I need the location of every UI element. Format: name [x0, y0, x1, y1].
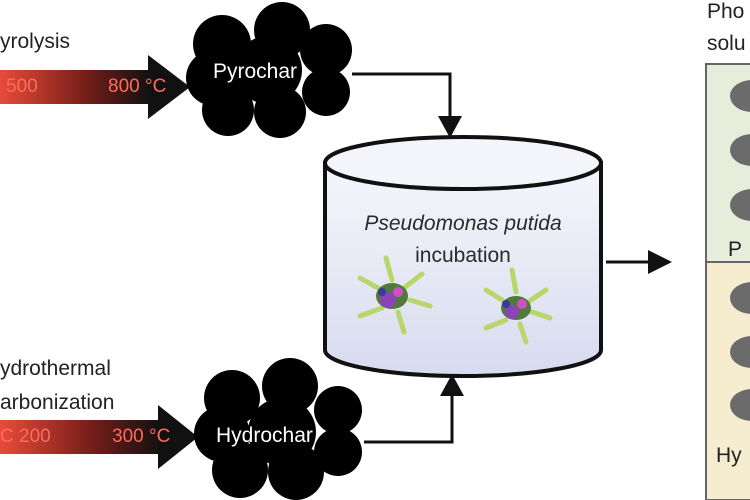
panel-heading-line2: solu [707, 32, 746, 55]
panel-bottom-label: Hy [716, 444, 742, 467]
pyrochar-arrowhead [438, 116, 462, 138]
hydrochar-to-tank-arrow [364, 394, 454, 444]
bacteria-cluster-right [483, 267, 553, 345]
pyrolysis-temp-end: 800 °C [108, 76, 167, 97]
pyrolysis-temp-start: 500 [6, 76, 38, 97]
right-panel [705, 63, 750, 500]
panel-heading-line1: Pho [707, 0, 745, 23]
panel-top-label: P [728, 238, 743, 261]
hydrothermal-temp-end: 300 °C [112, 426, 171, 447]
incubation-organism: Pseudomonas putida [364, 212, 562, 235]
hydrochar-arrowhead [440, 374, 464, 396]
hydrothermal-label-line2: arbonization [0, 391, 115, 414]
pyrochar-cluster [186, 2, 352, 138]
pyrochar-to-tank-arrow [352, 72, 452, 118]
incubation-tank [323, 135, 603, 378]
hydrothermal-label-line1: ydrothermal [0, 357, 111, 380]
hydrochar-label: Hydrochar [216, 424, 313, 447]
pyrolysis-label: yrolysis [0, 30, 71, 53]
hydrothermal-arrow [0, 405, 198, 469]
hydrochar-cluster [194, 358, 362, 500]
pyrochar-label: Pyrochar [213, 60, 298, 83]
pyrolysis-arrow [0, 55, 190, 119]
hydrothermal-temp-start: C 200 [0, 426, 51, 447]
incubation-step: incubation [415, 244, 511, 267]
output-arrow [606, 250, 672, 274]
bacteria-cluster-left [357, 255, 433, 335]
